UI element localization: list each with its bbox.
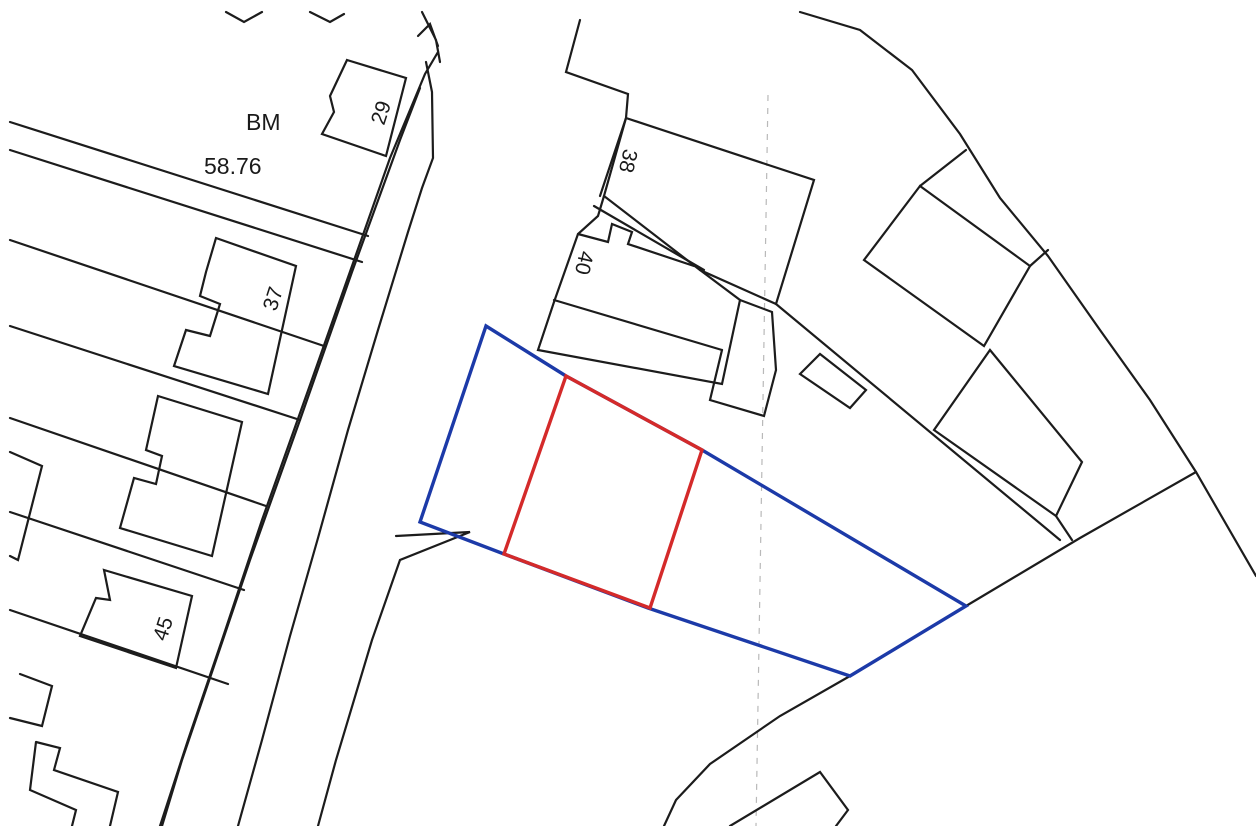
garage-1: [862, 184, 1032, 348]
house-number-40: 40: [570, 249, 598, 277]
plot-line: [8, 416, 268, 508]
ownership-boundary: [417, 323, 970, 678]
building-29: [320, 58, 408, 158]
plot-line: [8, 510, 246, 592]
plot-line: [8, 238, 326, 348]
road-edge-west-inner: [160, 86, 422, 826]
house-number-37: 37: [259, 284, 288, 313]
road-edge-east: [236, 60, 435, 826]
curved-boundary: [798, 10, 1256, 578]
road-edge-east-south: [316, 530, 471, 826]
site-boundary: [501, 373, 705, 611]
road-edge-west: [158, 50, 440, 826]
building-west-edge: [8, 450, 44, 562]
building-west-middle: [118, 394, 244, 558]
plot-line: [8, 120, 370, 238]
plot-line: [8, 148, 364, 264]
parcel-diagonal: [774, 302, 1062, 542]
west-plots: [8, 120, 370, 686]
building-37: [172, 236, 298, 396]
parcel-line: [552, 298, 724, 352]
house-number-45: 45: [149, 614, 178, 643]
building-top-left: [224, 10, 346, 24]
building-38: [602, 116, 816, 306]
parcel-boundary: [564, 18, 630, 198]
building-40-step: [576, 222, 696, 268]
benchmark-label: BM: [246, 109, 281, 135]
garage-lines: [1028, 248, 1074, 542]
north-east-plots: [798, 10, 1256, 608]
road-top-curb: [416, 10, 442, 64]
parcel-divider: [592, 204, 706, 272]
building-south-west: [8, 672, 120, 826]
south-boundary-arc: [662, 674, 852, 826]
east-parcel: [536, 18, 1062, 542]
building-45: [78, 568, 194, 670]
plot-line: [8, 608, 230, 686]
garage-2: [932, 348, 1084, 518]
road-edges: [158, 10, 471, 826]
house-number-29: 29: [367, 98, 396, 127]
south-building: [728, 770, 850, 826]
garage-1-roof: [918, 148, 968, 188]
house-number-38: 38: [614, 147, 642, 175]
building-40: [536, 194, 742, 386]
benchmark-value: 58.76: [204, 153, 262, 179]
boundary-south-east: [964, 470, 1198, 608]
outbuilding: [708, 298, 778, 418]
grid-line: [755, 94, 769, 826]
plot-line: [8, 324, 302, 422]
shed: [798, 352, 868, 410]
